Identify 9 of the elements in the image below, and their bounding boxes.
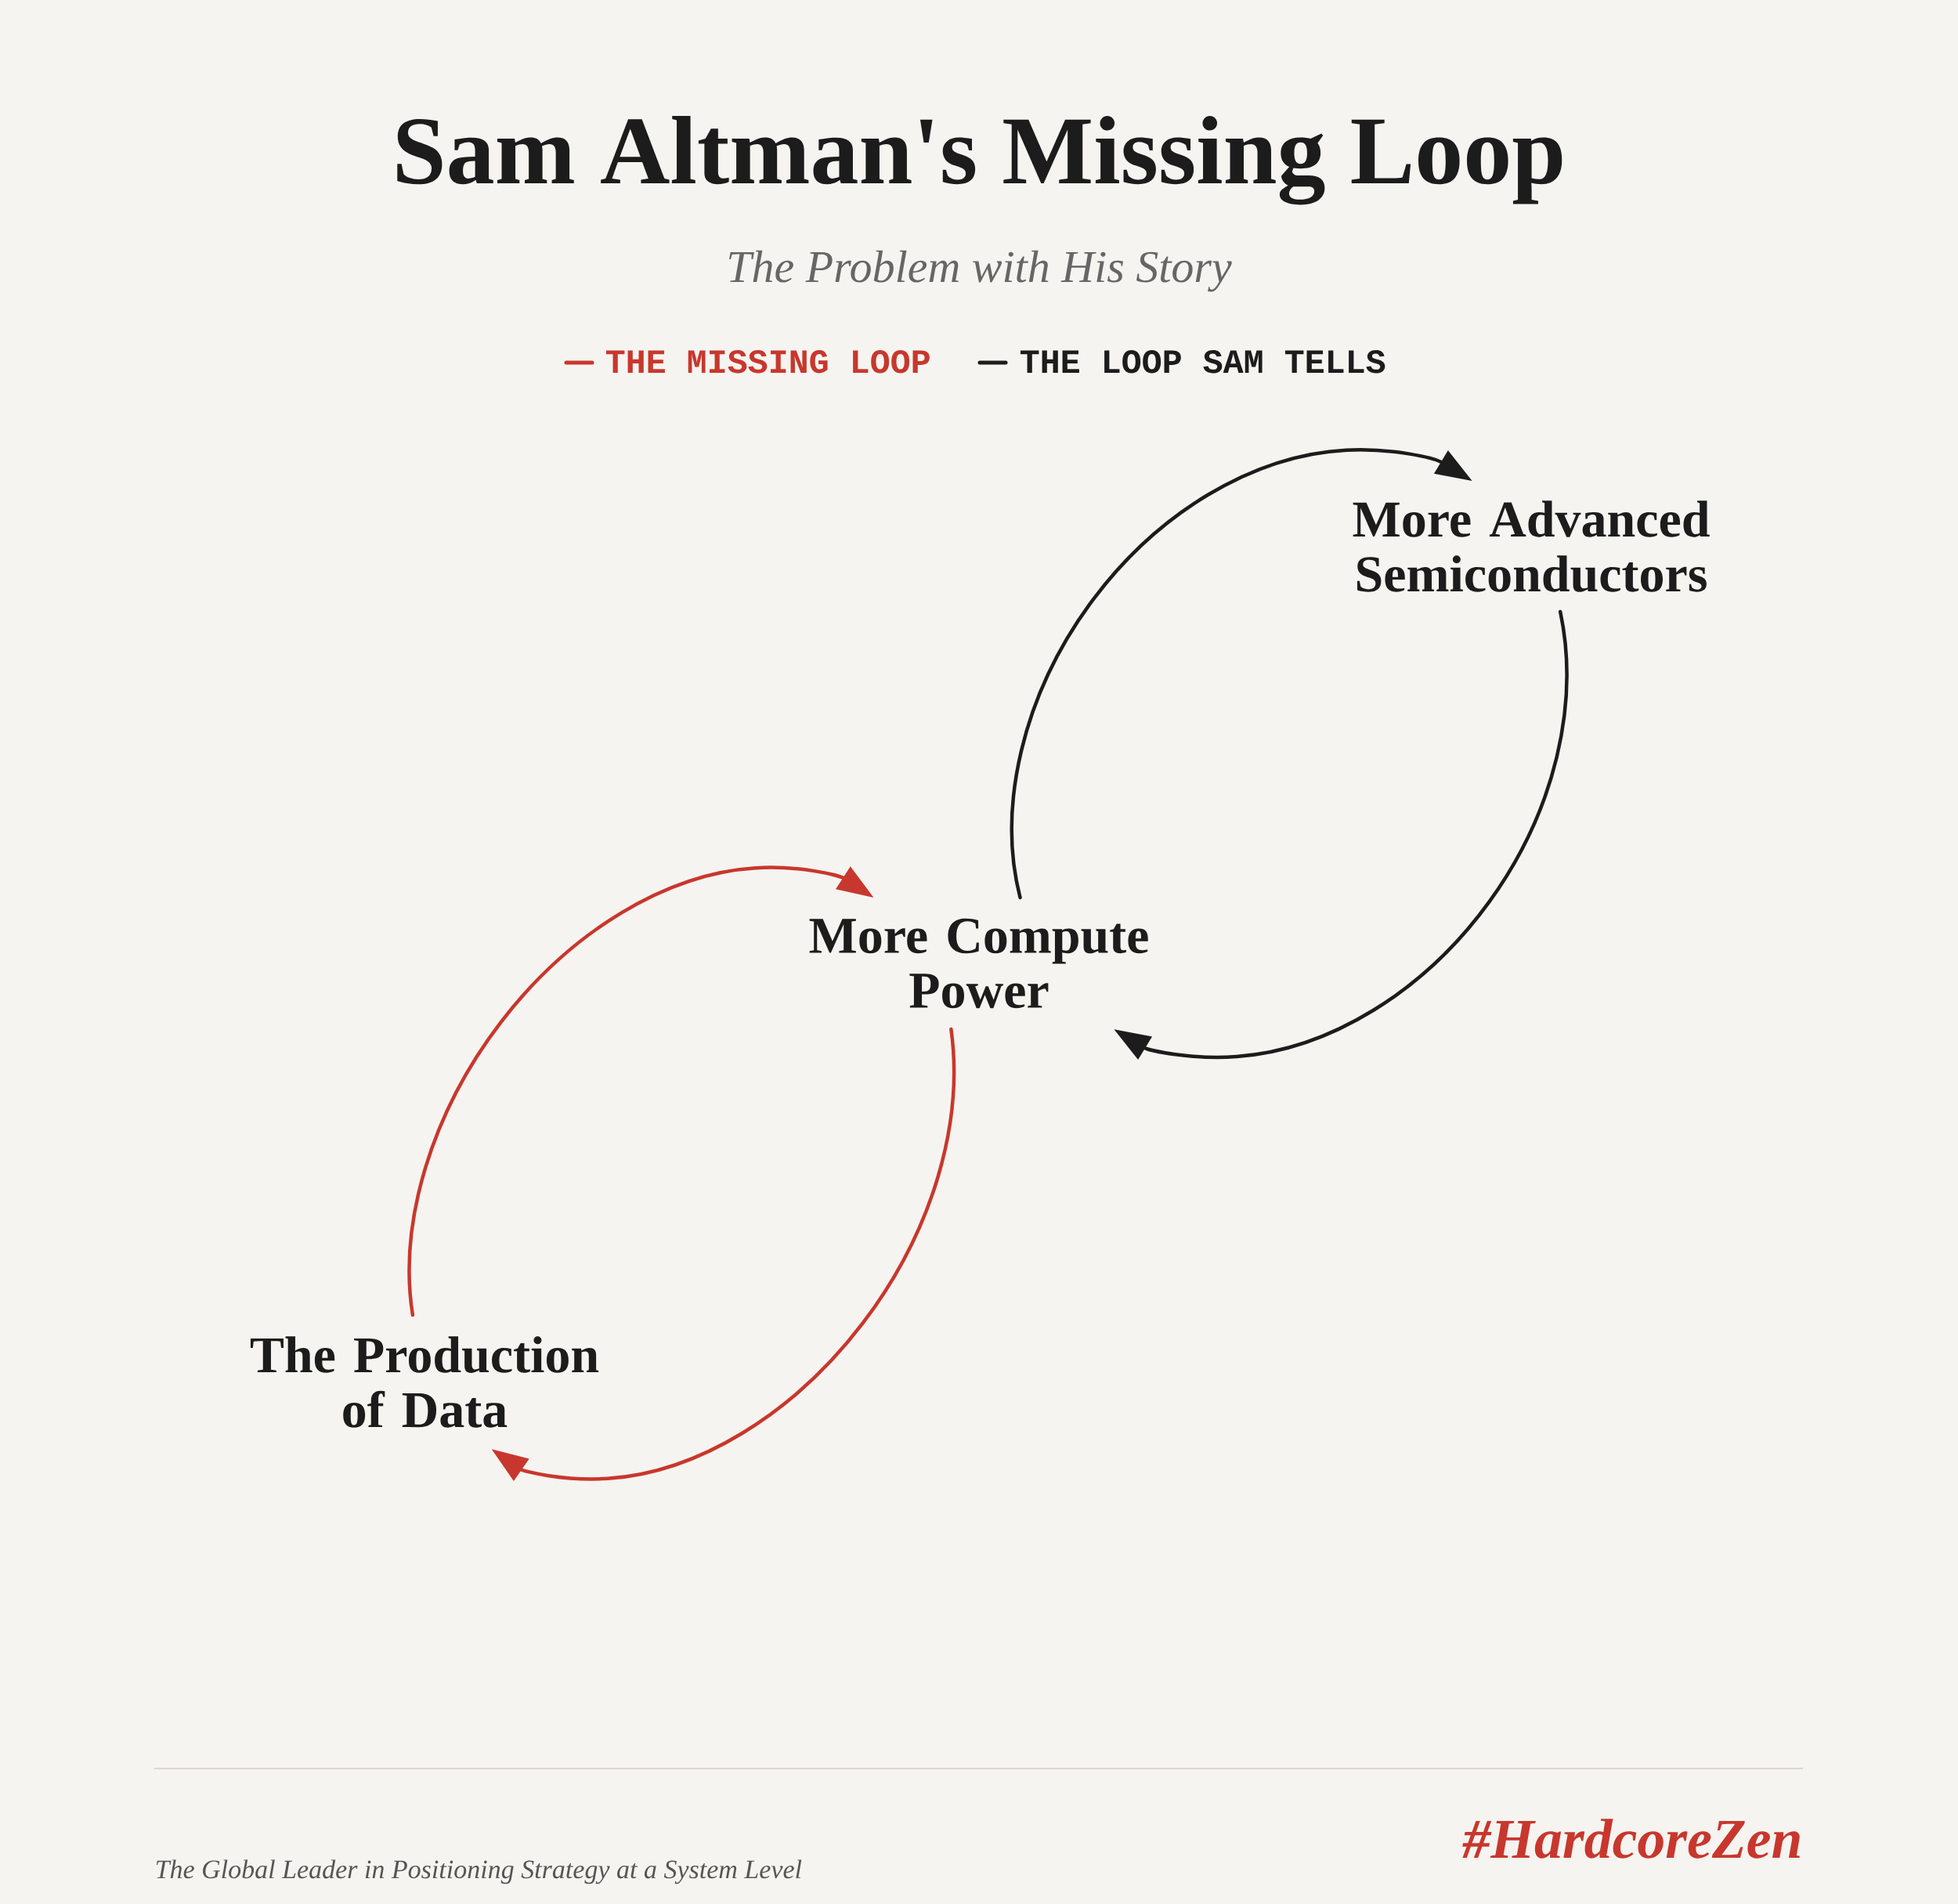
hashtag: #HardcoreZen [1462,1819,1800,1859]
legend-label: THE LOOP SAM TELLS [1021,350,1385,374]
subtitle: The Problem with His Story [729,250,1232,292]
legend-label: THE MISSING LOOP [606,350,930,374]
title: Sam Altman's Missing Loop [397,115,1562,205]
node-label: The Production of Data [250,1336,599,1428]
tagline: The Global Leader in Positioning Strategy at a System Level [156,1859,802,1884]
node-label: More Advanced Semiconductors [1353,500,1710,592]
node-label: More Compute Power [809,918,1148,1009]
